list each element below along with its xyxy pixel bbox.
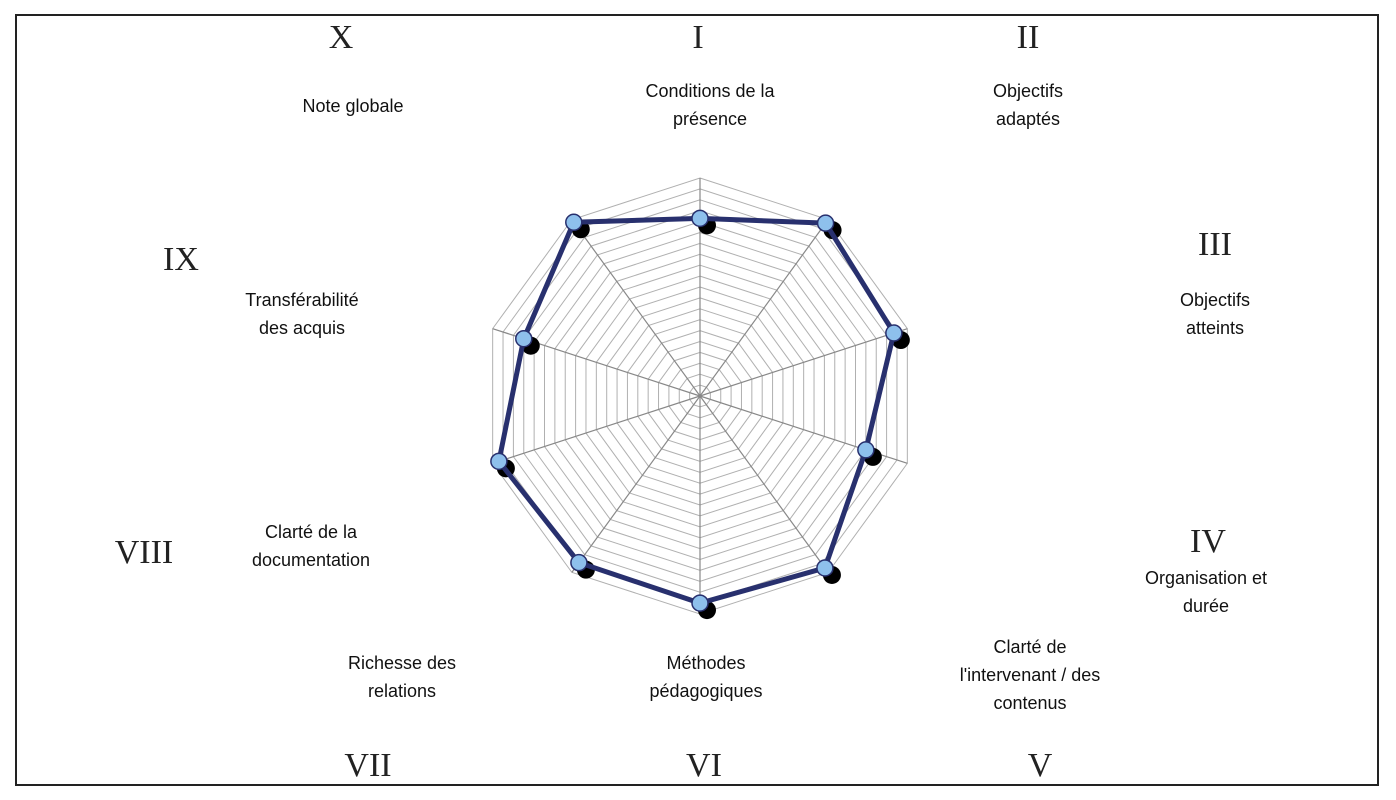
axis-label-i: Conditions de la présence: [645, 81, 775, 129]
axis-spoke: [492, 395, 701, 464]
axis-label-v: Clarté de l'intervenant / des contenus: [959, 637, 1101, 713]
axis-label-iii: Objectifs atteints: [1179, 290, 1251, 338]
data-point-8: [490, 452, 508, 471]
axis-label-vi: Méthodes pédagogiques: [649, 653, 763, 701]
axis-spoke: [571, 395, 701, 573]
axis-spoke: [699, 219, 829, 397]
axis-numeral-vi: VI: [686, 747, 722, 784]
axis-spoke: [699, 328, 908, 397]
data-point-10: [565, 213, 583, 232]
axis-numeral-vii: VII: [344, 747, 392, 784]
data-point-4: [857, 441, 875, 459]
axis-numeral-v: V: [1027, 747, 1053, 784]
axis-numeral-ii: II: [1016, 19, 1040, 56]
data-point-3: [885, 324, 903, 342]
axis-numeral-iv: IV: [1190, 523, 1226, 560]
axis-numeral-ix: IX: [163, 241, 199, 278]
axis-label-viii: Clarté de la documentation: [251, 522, 371, 570]
axis-label-x: Note globale: [302, 96, 404, 116]
axis-numeral-viii: VIII: [114, 534, 174, 571]
axis-label-ii: Objectifs adaptés: [992, 81, 1064, 129]
data-point-9: [515, 329, 533, 348]
data-point-2: [816, 214, 835, 232]
axis-label-iv: Organisation et durée: [1144, 568, 1268, 616]
data-point-7: [570, 553, 588, 572]
data-point-5: [816, 559, 834, 577]
axis-label-ix: Transférabilité des acquis: [245, 290, 359, 338]
axis-numeral-x: X: [328, 19, 354, 56]
axis-spoke: [699, 395, 829, 573]
axis-label-vii: Richesse des relations: [347, 653, 457, 701]
data-point-6: [691, 594, 709, 612]
data-point-1: [691, 209, 709, 228]
axis-spoke: [571, 219, 701, 397]
axis-numeral-i: I: [692, 19, 704, 56]
chart-frame: [15, 14, 1379, 786]
axis-numeral-iii: III: [1198, 226, 1232, 263]
